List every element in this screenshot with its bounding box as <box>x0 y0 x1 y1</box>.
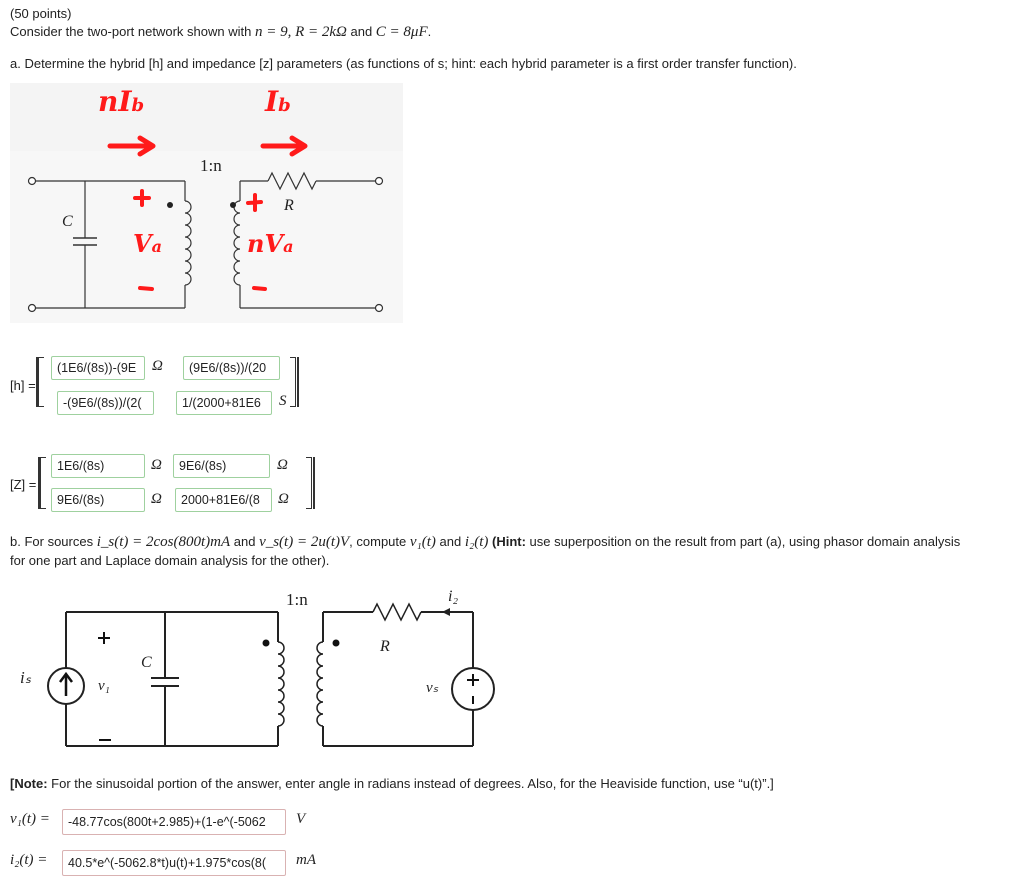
vs-source-math: v_s(t) = 2u(t)V <box>259 534 350 550</box>
params-math: n = 9, R = 2kΩ <box>254 24 347 40</box>
plus-red-right <box>246 193 263 212</box>
terminal-top-left <box>27 176 37 186</box>
is-source-math: i_s(t) = 2cos(800t)mA <box>96 534 231 550</box>
resistor-label-b: R <box>380 638 390 655</box>
up-arrow-icon <box>59 671 73 696</box>
h22-unit: S <box>279 393 287 409</box>
z12-unit: Ω <box>277 457 288 473</box>
annotation-va: Va <box>133 229 162 258</box>
z22-input[interactable]: 2000+81E6/(8 <box>175 488 272 512</box>
capacitor-label: C <box>62 213 73 230</box>
capacitor-label-b: C <box>141 654 152 671</box>
h-bracket-left <box>38 357 44 407</box>
h22-input[interactable]: 1/(2000+81E6 <box>176 391 272 415</box>
minus-red-left <box>138 286 154 291</box>
dot-secondary <box>230 202 236 208</box>
h-bracket-right <box>290 357 296 407</box>
part-b-question-line2: for one part and Laplace domain analysis… <box>10 553 330 568</box>
cap-math: C = 8μF <box>375 24 428 40</box>
plus-red-left <box>133 189 151 207</box>
two-port-diagram: 1:n R C nIb Ib Va nVa <box>10 83 403 323</box>
h-matrix-label: [h] = <box>10 378 36 393</box>
circuit-b-schematic <box>47 602 495 747</box>
annotation-ib: Ib <box>265 85 291 118</box>
dot-primary-b <box>262 639 270 647</box>
vs-plus <box>467 674 479 686</box>
v1-answer-input[interactable]: -48.77cos(800t+2.985)+(1-e^(-5062 <box>62 809 286 835</box>
vs-label: vₛ <box>426 680 439 696</box>
current-source-circle <box>47 667 85 705</box>
two-port-schematic <box>10 83 403 323</box>
v1-plus <box>98 632 110 644</box>
part-b-question: b. For sources i_s(t) = 2cos(800t)mA and… <box>10 534 961 550</box>
dot-secondary-b <box>332 639 340 647</box>
circuit-diagram-b: 1:n R C i₂ iₛ v₁ vₛ <box>18 586 518 762</box>
terminal-top-right <box>374 176 384 186</box>
z22-unit: Ω <box>278 491 289 507</box>
i2-answer-input[interactable]: 40.5*e^(-5062.8*t)u(t)+1.975*cos(8( <box>62 850 286 876</box>
minus-red-right <box>252 286 267 291</box>
v1-label: v₁ <box>98 678 110 694</box>
problem-statement: Consider the two-port network shown with… <box>10 24 432 40</box>
turns-ratio-b: 1:n <box>286 590 308 609</box>
resistor-label: R <box>284 197 294 214</box>
note-text: [Note: For the sinusoidal portion of the… <box>10 776 774 791</box>
z11-unit: Ω <box>151 457 162 473</box>
annotation-n-ib: nIb <box>98 85 145 118</box>
diagram-bg <box>10 151 403 323</box>
v1-answer-label: v₁(t) = <box>10 811 50 827</box>
z12-input[interactable]: 9E6/(8s) <box>173 454 270 478</box>
turns-ratio-label: 1:n <box>200 156 222 175</box>
part-a-question: a. Determine the hybrid [h] and impedanc… <box>10 56 797 71</box>
i2-unit: mA <box>296 852 316 868</box>
annotation-nva: nVa <box>247 229 294 258</box>
z-bracket-right <box>306 457 312 509</box>
points-label: (50 points) <box>10 6 72 21</box>
h12-input[interactable]: (9E6/(8s))/(20 <box>183 356 280 380</box>
h11-unit: Ω <box>152 358 163 374</box>
is-label: iₛ <box>20 668 32 687</box>
v1-unit: V <box>296 811 306 827</box>
z-matrix-label: [Z] = <box>10 477 37 492</box>
z21-unit: Ω <box>151 491 162 507</box>
i2-answer-label: i₂(t) = <box>10 852 48 868</box>
terminal-bottom-right <box>374 303 384 313</box>
dot-primary <box>167 202 173 208</box>
arrow-left-icon <box>107 135 156 157</box>
z11-input[interactable]: 1E6/(8s) <box>51 454 145 478</box>
h11-input[interactable]: (1E6/(8s))-(9E <box>51 356 145 380</box>
i2-label: i₂ <box>448 588 459 605</box>
z-bracket-left <box>40 457 46 509</box>
z21-input[interactable]: 9E6/(8s) <box>51 488 145 512</box>
terminal-bottom-left <box>27 303 37 313</box>
annotation-band <box>10 83 403 151</box>
h21-input[interactable]: -(9E6/(8s))/(2( <box>57 391 154 415</box>
arrow-right-icon <box>260 135 308 157</box>
